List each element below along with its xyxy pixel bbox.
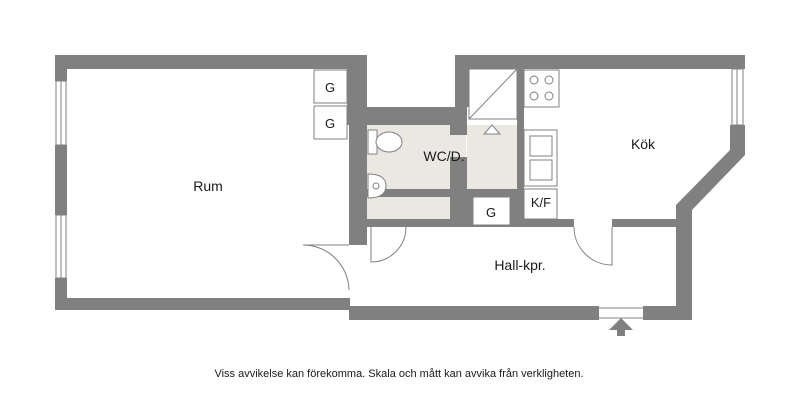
room-label-rum: Rum — [193, 178, 223, 194]
windows — [55, 68, 744, 279]
sink-icon — [523, 129, 558, 187]
walls — [55, 55, 745, 320]
wardrobes-rum — [313, 69, 348, 140]
door-bathroom — [370, 226, 407, 263]
fridge-freezer — [523, 188, 558, 220]
room-label-wc: WC/D. — [423, 148, 464, 164]
closet-label-g3: G — [486, 205, 496, 220]
room-label-hall: Hall-kpr. — [494, 257, 545, 273]
entrance-arrow-icon — [609, 318, 633, 336]
shower-icon — [468, 68, 518, 135]
door-entrance — [599, 307, 643, 319]
closet-label-g2: G — [325, 116, 335, 131]
disclaimer-text: Viss avvikelse kan förekomma. Skala och … — [214, 368, 584, 380]
closet-label-g1: G — [325, 80, 335, 95]
door-kitchen — [573, 226, 613, 266]
room-label-kok: Kök — [631, 136, 656, 152]
door-entry-rum — [302, 244, 350, 291]
toilet-icon — [367, 129, 403, 155]
wardrobe-hall — [472, 196, 511, 226]
washbasin-icon — [367, 173, 387, 199]
closet-label-kf: K/F — [531, 195, 551, 210]
stove-icon — [523, 69, 560, 108]
